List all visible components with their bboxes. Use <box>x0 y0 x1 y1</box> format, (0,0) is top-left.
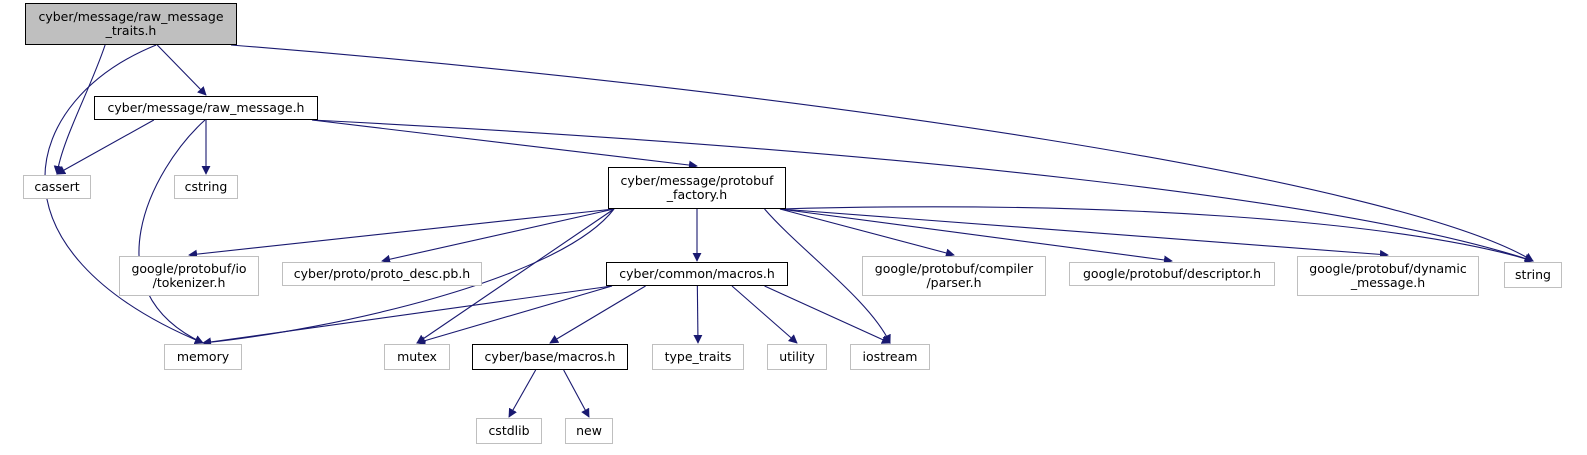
node-string: string <box>1504 262 1562 288</box>
node-proto-desc-pb-h: cyber/proto/proto_desc.pb.h <box>282 262 482 286</box>
edge-raw-message-to-cassert <box>56 119 155 175</box>
node-dynamic-message-h: google/protobuf/dynamic _message.h <box>1297 256 1479 296</box>
node-descriptor-h: google/protobuf/descriptor.h <box>1069 262 1275 286</box>
edge-protobuf-factory-to-descriptor <box>779 208 1173 265</box>
node-protobuf-factory-h[interactable]: cyber/message/protobuf _factory.h <box>608 167 786 209</box>
edge-raw-message-traits-to-string <box>230 44 1534 262</box>
node-cstring: cstring <box>174 175 238 199</box>
edge-common-macros-to-type-traits <box>693 285 703 344</box>
node-cstdlib: cstdlib <box>476 418 542 444</box>
edge-protobuf-factory-to-iostream <box>764 208 891 344</box>
node-iostream: iostream <box>850 344 930 370</box>
edge-protobuf-factory-to-memory <box>202 208 615 347</box>
node-common-macros-h[interactable]: cyber/common/macros.h <box>606 262 788 286</box>
edge-raw-message-to-string <box>311 119 1534 263</box>
edge-common-macros-to-base-macros <box>549 285 646 344</box>
edge-protobuf-factory-to-dynamic-message <box>779 208 1389 259</box>
edge-base-macros-to-new <box>563 369 590 418</box>
edge-protobuf-factory-to-tokenizer <box>188 208 615 259</box>
node-utility: utility <box>767 344 827 370</box>
edge-protobuf-factory-to-compiler-parser <box>779 208 955 258</box>
edge-protobuf-factory-to-string <box>779 206 1534 263</box>
node-cassert: cassert <box>23 175 91 199</box>
edge-protobuf-factory-to-mutex <box>416 208 615 344</box>
node-compiler-parser-h: google/protobuf/compiler /parser.h <box>862 256 1046 296</box>
edge-raw-message-traits-to-cassert <box>53 44 106 175</box>
node-mutex: mutex <box>384 344 450 370</box>
edge-common-macros-to-mutex <box>416 285 613 346</box>
edge-common-macros-to-memory <box>202 285 613 347</box>
edge-protobuf-factory-to-proto-desc <box>381 208 615 264</box>
node-raw-message-h[interactable]: cyber/message/raw_message.h <box>94 96 318 120</box>
dependency-edges <box>44 44 1534 418</box>
node-raw-message-traits-h[interactable]: cyber/message/raw_message _traits.h <box>25 3 237 45</box>
node-base-macros-h[interactable]: cyber/base/macros.h <box>472 344 628 370</box>
node-tokenizer-h: google/protobuf/io /tokenizer.h <box>119 256 259 296</box>
edge-raw-message-traits-to-raw-message <box>156 44 207 96</box>
edge-common-macros-to-utility <box>731 285 798 344</box>
edge-raw-message-to-protobuf-factory <box>311 119 698 170</box>
edge-raw-message-to-memory <box>138 119 206 344</box>
node-memory: memory <box>164 344 242 370</box>
node-new: new <box>565 418 613 444</box>
edge-base-macros-to-cstdlib <box>508 369 537 418</box>
edge-common-macros-to-iostream <box>764 285 891 344</box>
node-type-traits: type_traits <box>652 344 744 370</box>
